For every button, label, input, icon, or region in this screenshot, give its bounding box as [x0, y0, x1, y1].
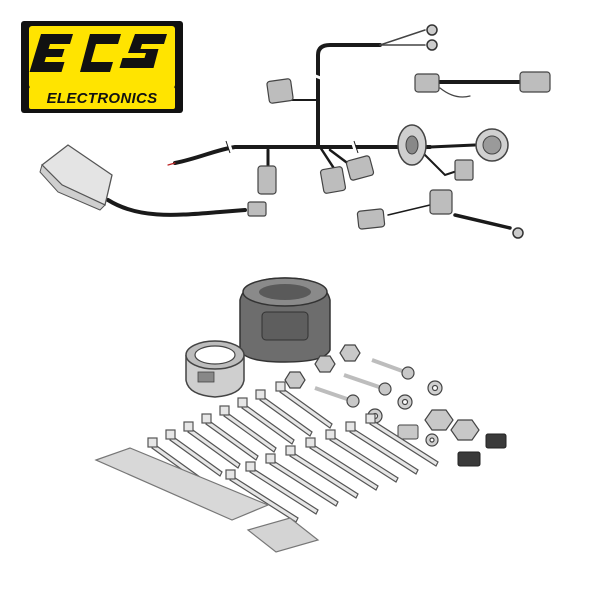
wiring-harness-icon	[106, 24, 524, 239]
brand-logo: ELECTRONICS	[21, 21, 183, 113]
plug-icon	[475, 128, 509, 162]
brand-tagline: ELECTRONICS	[29, 87, 175, 109]
cable-ties-icon	[147, 381, 439, 523]
cable-break-icon	[226, 73, 358, 154]
ecs-logo-icon	[29, 26, 175, 88]
socket-icon	[239, 277, 331, 363]
adhesive-pads-icon	[94, 447, 320, 553]
control-module-icon	[39, 144, 113, 211]
bolts-icon	[314, 358, 415, 408]
spacer-icon	[457, 433, 507, 467]
seal-ring-icon	[185, 340, 245, 398]
nuts-icon	[284, 344, 480, 441]
clip-icon	[397, 424, 419, 440]
connector-icons	[247, 71, 551, 230]
grommet-icon	[397, 124, 427, 166]
